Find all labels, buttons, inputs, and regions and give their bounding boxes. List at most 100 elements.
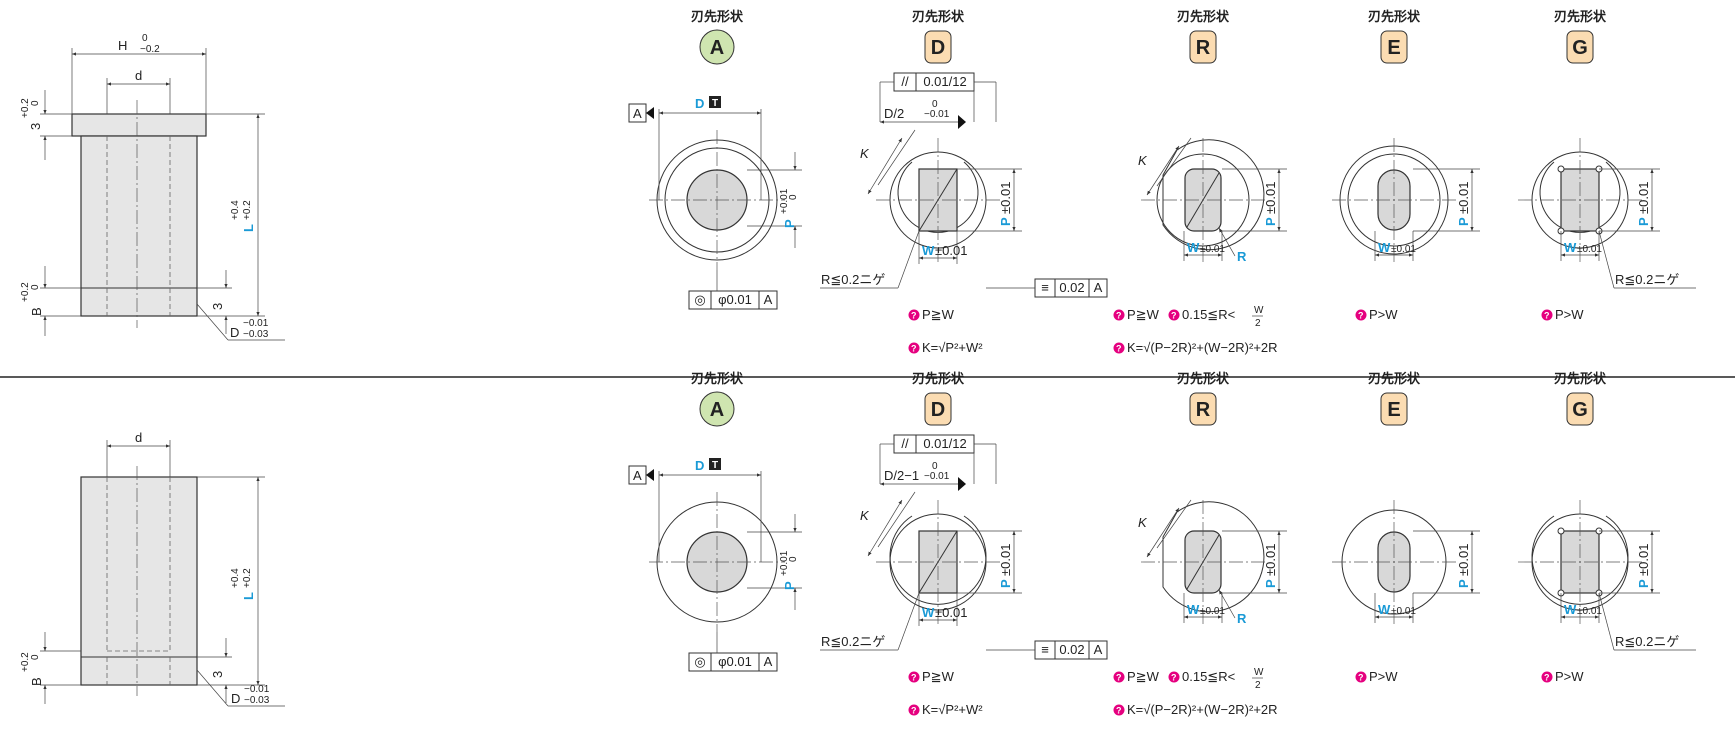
tol-L-upper: +0.4: [230, 568, 241, 588]
tol-D-upper: −0.01: [243, 318, 269, 329]
side-view-flanged: H 0 −0.2 d 3 +0.2 0 L +0.4 +0.2 B +0.2 0: [20, 33, 285, 341]
datum-label: A: [633, 106, 642, 121]
tol-D-lower: −0.03: [243, 329, 269, 340]
hint-icon: [908, 342, 920, 354]
tol-B-upper: +0.2: [20, 282, 31, 302]
P-tol: ±0.01: [998, 182, 1013, 214]
W-tol: ±0.01: [935, 605, 967, 620]
note-G: P>W: [1555, 669, 1584, 684]
K-label: K: [1138, 515, 1148, 530]
svg-text:?: ?: [1116, 706, 1122, 716]
half-D-tol-upper: 0: [932, 461, 938, 472]
badge-letter: G: [1572, 37, 1588, 59]
tol-head-lower: 0: [30, 100, 41, 106]
tip-header: 刃先形状: [691, 371, 744, 386]
R-label: R: [1237, 249, 1247, 264]
svg-text:≡: ≡: [1041, 642, 1049, 657]
hint-icon: [1355, 671, 1367, 683]
label-D: D: [230, 325, 239, 340]
P-label: P: [1263, 217, 1278, 226]
inner-circle: [1156, 153, 1250, 247]
label-3: 3: [210, 671, 225, 678]
tip-header: 刃先形状: [912, 371, 965, 386]
svg-text:?: ?: [911, 673, 917, 683]
hint-icon: [1541, 309, 1553, 321]
badge-letter: G: [1572, 399, 1588, 421]
hint-icon: [908, 309, 920, 321]
tol-L-lower: +0.2: [242, 568, 253, 588]
badge-letter: A: [710, 399, 724, 421]
outer-contour: [1162, 139, 1265, 251]
note-R-frac-den: 2: [1255, 680, 1261, 691]
tol-H-upper: 0: [142, 33, 148, 44]
note-R-frac-num: W: [1254, 305, 1264, 316]
tol-head-upper: +0.2: [20, 98, 31, 118]
W-tol: ±0.01: [1200, 606, 1225, 617]
svg-text:0.02: 0.02: [1059, 642, 1084, 657]
label-d: d: [135, 430, 142, 445]
hint-icon: [1113, 342, 1125, 354]
label-d: d: [135, 68, 142, 83]
label-3: 3: [210, 303, 225, 310]
badge-G: [1566, 30, 1594, 64]
P-tol: ±0.01: [1456, 182, 1471, 214]
tip-header: 刃先形状: [1554, 371, 1607, 386]
hint-icon: [1113, 704, 1125, 716]
outer-contour: [1531, 515, 1629, 605]
tol-D-upper: −0.01: [244, 684, 270, 695]
hint-icon: [1168, 671, 1180, 683]
badge-R: [1189, 30, 1217, 64]
tip-header: 刃先形状: [691, 9, 744, 24]
svg-text:?: ?: [911, 706, 917, 716]
badge-letter: R: [1196, 37, 1211, 59]
svg-text:?: ?: [1171, 673, 1177, 683]
half-D-label: D/2: [884, 106, 904, 121]
note-D-2: K=√P²+W²: [922, 702, 983, 717]
label-H: H: [118, 38, 127, 53]
note-R-1a: P≧W: [1127, 669, 1160, 684]
svg-text:φ0.01: φ0.01: [718, 292, 752, 307]
svg-text:?: ?: [1358, 311, 1364, 321]
W-label: W: [1564, 602, 1577, 617]
W-tol: ±0.01: [935, 243, 967, 258]
tip-shape-D-row1: 刃先形状DP±0.01W±0.01K//0.01/12D/20−0.01R≦0.…: [820, 9, 1108, 355]
svg-text:T: T: [712, 98, 718, 109]
label-L: L: [241, 592, 256, 600]
flange-head: [71, 113, 207, 137]
R-nige-label: R≦0.2ニゲ: [821, 272, 885, 287]
svg-text:0.02: 0.02: [1059, 280, 1084, 295]
D-label: D: [695, 458, 704, 473]
badge-letter: A: [710, 37, 724, 59]
datum-label: A: [633, 468, 642, 483]
punch-body: [80, 476, 198, 686]
tip-header: 刃先形状: [1368, 9, 1421, 24]
note-D-2: K=√P²+W²: [922, 340, 983, 355]
D-label: D: [695, 96, 704, 111]
W-label: W: [1378, 240, 1391, 255]
hint-icon: [908, 671, 920, 683]
note-R-1a: P≧W: [1127, 307, 1160, 322]
svg-text://: //: [901, 436, 909, 451]
svg-text:◎: ◎: [694, 292, 705, 307]
badge-letter: E: [1387, 37, 1400, 59]
R-nige-label: R≦0.2ニゲ: [1615, 272, 1679, 287]
svg-text:?: ?: [1116, 673, 1122, 683]
badge-A: [699, 29, 735, 65]
note-G: P>W: [1555, 307, 1584, 322]
P-label: P: [1636, 217, 1651, 226]
P-label: P: [998, 217, 1013, 226]
P-tol: +0.01: [779, 188, 790, 214]
note-R-frac-den: 2: [1255, 318, 1261, 329]
R-label: R: [1237, 611, 1247, 626]
P-label: P: [782, 219, 797, 228]
tol-L-lower: +0.2: [242, 200, 253, 220]
P-label: P: [782, 581, 797, 590]
P-tol-lower: 0: [788, 194, 799, 200]
note-E: P>W: [1369, 669, 1398, 684]
